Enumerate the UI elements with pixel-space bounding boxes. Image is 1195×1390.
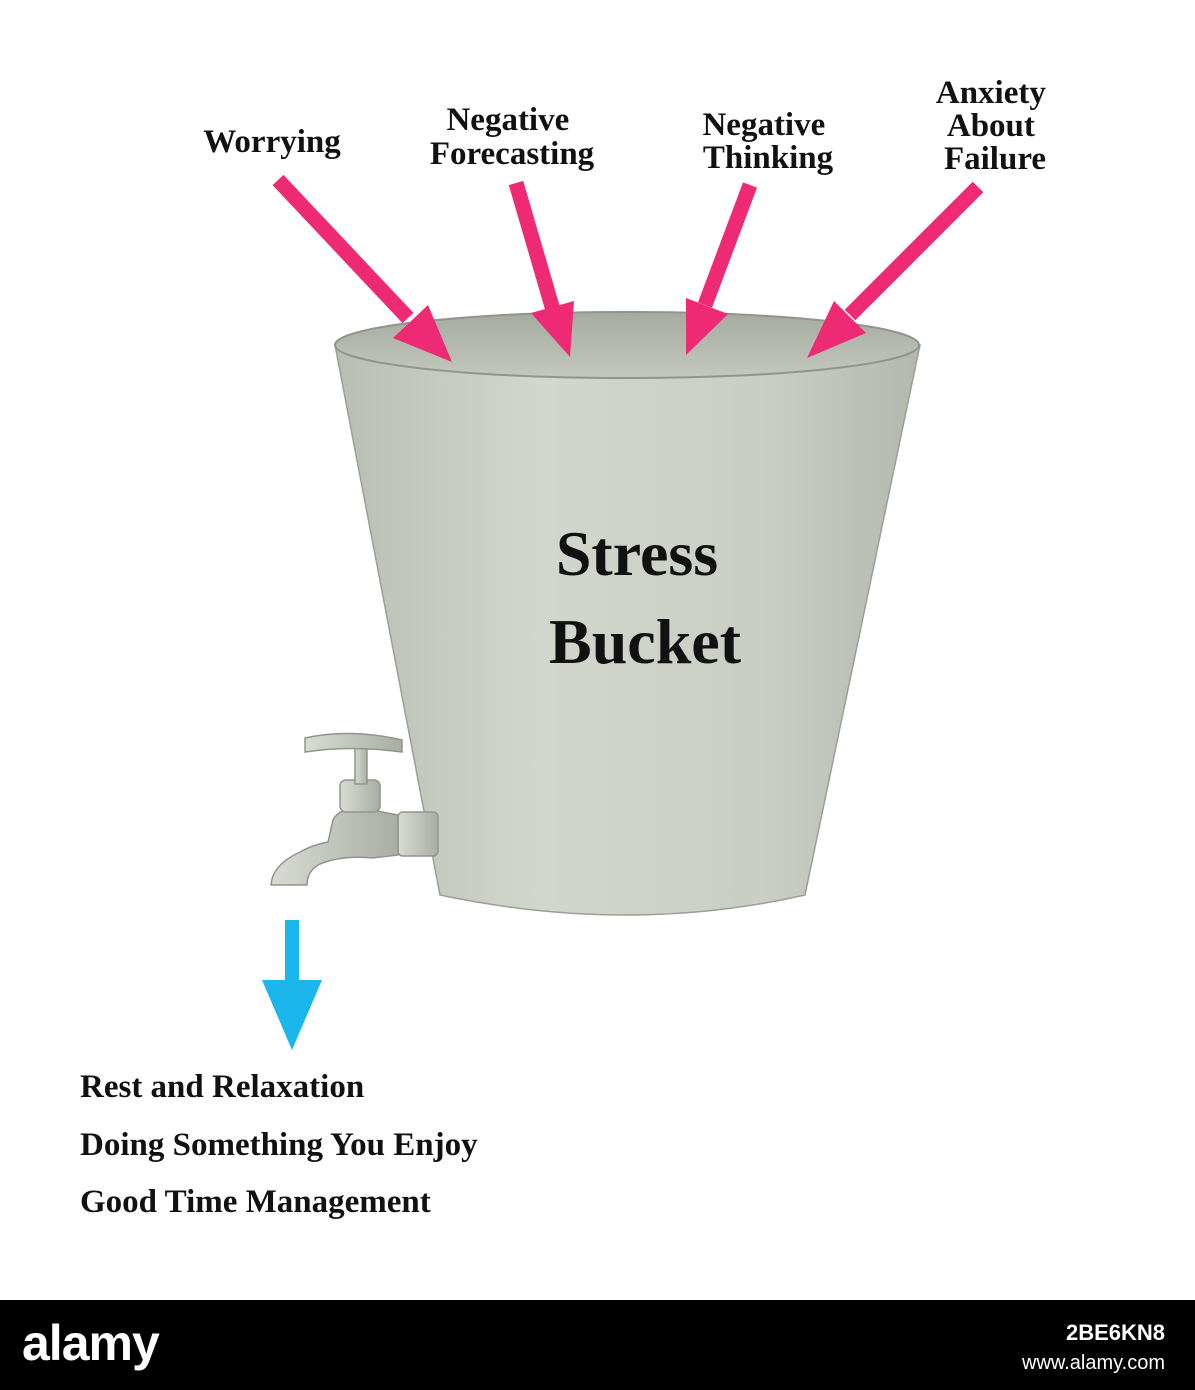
watermark-footer: alamy 2BE6KN8 www.alamy.com: [0, 1300, 1195, 1390]
input-label-negative-thinking-line-1: Negative: [702, 107, 825, 143]
arrow-down-icon: [262, 920, 322, 1050]
output-labels: Rest and Relaxation Doing Something You …: [80, 1069, 478, 1220]
output-label-rest-and-relaxation: Rest and Relaxation: [80, 1069, 364, 1105]
bucket-label-line-2: Bucket: [549, 606, 742, 677]
input-label-negative-forecasting: Negative Forecasting: [430, 102, 595, 172]
output-label-good-time-management: Good Time Management: [80, 1184, 431, 1220]
input-label-anxiety-about-failure-line-3: Failure: [944, 141, 1046, 177]
input-label-worrying-line-1: Worrying: [203, 124, 341, 160]
input-label-worrying: Worrying: [203, 124, 341, 160]
input-label-anxiety-about-failure-line-1: Anxiety: [936, 75, 1046, 111]
arrow-icon-worrying: [272, 174, 452, 362]
arrow-icon-negative-forecasting: [508, 180, 574, 357]
input-label-anxiety-about-failure: Anxiety About Failure: [936, 75, 1054, 177]
bucket: Stress Bucket: [334, 311, 921, 916]
input-label-negative-thinking-line-2: Thinking: [703, 140, 834, 176]
image-id: 2BE6KN8: [1065, 1320, 1165, 1345]
output-label-doing-something-you-enjoy: Doing Something You Enjoy: [80, 1127, 478, 1163]
bucket-rim: [334, 311, 920, 379]
input-labels: Worrying Negative Forecasting Negative T…: [203, 75, 1054, 177]
stress-bucket-diagram: Stress Bucket Worrying: [80, 75, 1054, 1220]
footer-url: www.alamy.com: [1022, 1352, 1165, 1374]
input-arrows: [272, 174, 984, 362]
tap-icon: [270, 732, 439, 886]
input-label-negative-forecasting-line-2: Forecasting: [430, 136, 595, 172]
input-label-negative-thinking: Negative Thinking: [702, 107, 833, 176]
bucket-label-line-1: Stress: [556, 518, 718, 589]
arrow-icon-negative-thinking: [686, 182, 758, 355]
input-label-anxiety-about-failure-line-2: About: [947, 108, 1035, 144]
footer-meta: 2BE6KN8 www.alamy.com: [1022, 1320, 1165, 1375]
alamy-logo: alamy: [22, 1315, 160, 1371]
input-label-negative-forecasting-line-1: Negative: [446, 102, 569, 138]
bucket-body: [334, 344, 921, 916]
bucket-label: Stress Bucket: [549, 518, 742, 677]
arrow-icon-anxiety-about-failure: [807, 181, 984, 358]
